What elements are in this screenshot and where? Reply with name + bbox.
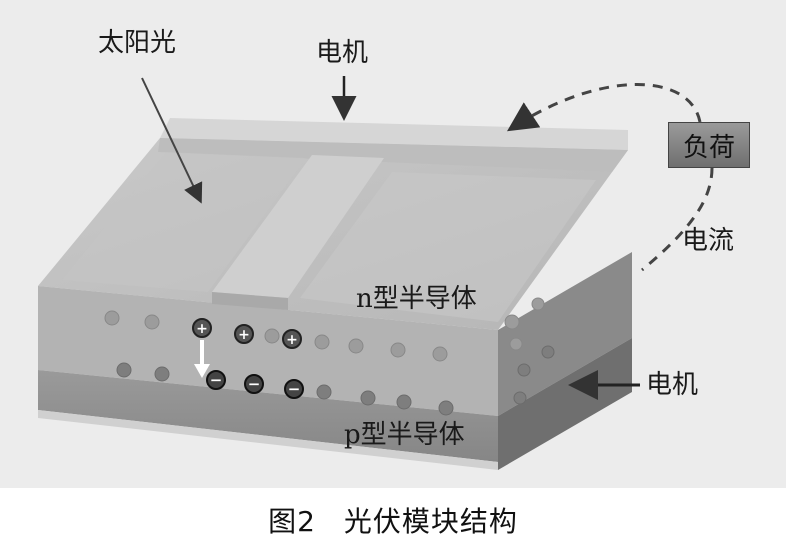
top-panel-left — [62, 152, 306, 292]
photovoltaic-module-diagram: + + + − − − 太阳光 电机 负荷 电流 n型半导体 p型半导体 电机 — [0, 0, 786, 488]
top-electrode-bar — [160, 118, 628, 150]
electron-sign-1: − — [210, 371, 223, 389]
load-box: 负荷 — [668, 122, 750, 168]
p-type-label: p型半导体 — [344, 420, 465, 450]
figure-caption: 图2 光伏模块结构 — [0, 500, 786, 540]
n-layer-carriers — [104, 297, 545, 362]
current-label: 电流 — [682, 226, 735, 256]
n-type-label: n型半导体 — [356, 284, 477, 314]
electron-carriers: − − − — [206, 370, 304, 399]
base-strip — [38, 410, 498, 470]
top-electrode-bar-front — [158, 138, 628, 172]
bottom-electrode-label: 电机 — [646, 370, 699, 400]
hole-2 — [234, 324, 254, 344]
hole-sign-2: + — [238, 327, 250, 343]
hole-3 — [282, 329, 302, 349]
hole-carriers: + + + — [192, 318, 302, 349]
top-electrode-stem-front — [212, 292, 288, 310]
top-electrode-stem — [212, 155, 384, 298]
hole-1 — [192, 318, 212, 338]
figure-title: 光伏模块结构 — [343, 505, 518, 538]
electron-2 — [244, 374, 264, 394]
electron-3 — [284, 379, 304, 399]
electron-sign-2: − — [248, 375, 261, 393]
block-right-face-n — [498, 252, 632, 416]
electron-sign-3: − — [288, 380, 301, 398]
carrier-separation-arrowhead — [194, 364, 210, 378]
hole-sign-1: + — [196, 321, 208, 337]
sunlight-label: 太阳光 — [98, 28, 177, 58]
diagram-graphic: + + + − − − — [0, 0, 786, 488]
top-panel-right — [300, 172, 596, 322]
hole-sign-3: + — [286, 332, 298, 348]
top-electrode-label: 电机 — [316, 38, 369, 68]
current-loop-upper — [506, 83, 702, 132]
load-label: 负荷 — [682, 132, 735, 163]
figure-number: 图2 — [268, 505, 316, 538]
p-layer-carriers — [116, 345, 555, 416]
electron-1 — [206, 370, 226, 390]
sunlight-arrow — [141, 77, 203, 204]
block-right-face-p — [498, 338, 632, 470]
p-type-layer — [38, 370, 498, 462]
